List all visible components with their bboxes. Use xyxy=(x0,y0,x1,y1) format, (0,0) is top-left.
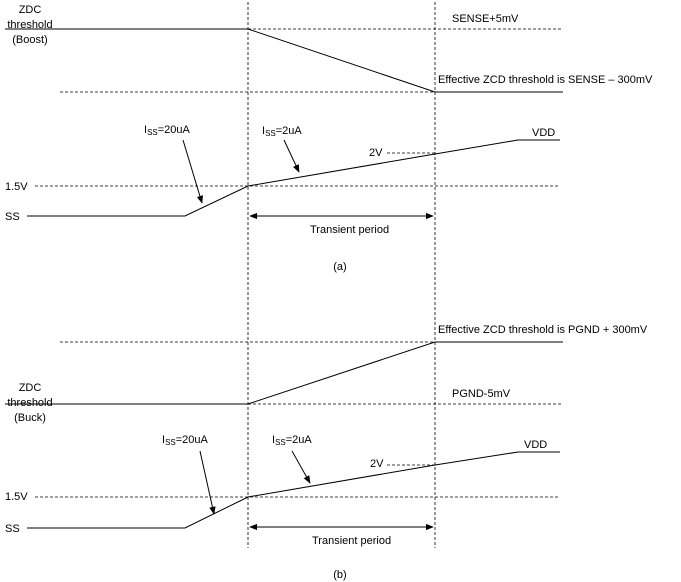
iss-2ua-label-a: ISS=2uA xyxy=(262,125,302,138)
level-2v-label-b: 2V xyxy=(370,458,384,470)
zdc-label-line2-a: threshold xyxy=(7,19,52,31)
iss-20ua-label-b: ISS=20uA xyxy=(162,434,209,447)
iss-2ua-arrow-b xyxy=(291,450,311,484)
level-1v5-label-b: 1.5V xyxy=(5,491,28,503)
sense-plus-5mv-label: SENSE+5mV xyxy=(452,13,519,25)
iss-20ua-label-a: ISS=20uA xyxy=(144,124,191,137)
caption-b: (b) xyxy=(333,569,346,581)
zdc-threshold-trace-a xyxy=(5,28,563,93)
zdc-label-line3-b: (Buck) xyxy=(14,412,46,424)
vdd-label-b: VDD xyxy=(524,439,547,451)
zdc-label-line1-b: ZDC xyxy=(19,382,42,394)
transient-label-a: Transient period xyxy=(310,224,389,236)
panel-b: Effective ZCD threshold is PGND + 300mV … xyxy=(5,324,648,581)
caption-a: (a) xyxy=(333,261,346,273)
zdc-label-line3-a: (Boost) xyxy=(12,34,47,46)
zdc-label-line1-a: ZDC xyxy=(19,4,42,16)
vdd-label-a: VDD xyxy=(532,127,555,139)
effective-zcd-label-b: Effective ZCD threshold is PGND + 300mV xyxy=(438,324,648,336)
zdc-threshold-trace-b xyxy=(5,341,563,405)
effective-zcd-label-a: Effective ZCD threshold is SENSE – 300mV xyxy=(438,74,653,86)
level-1v5-label-a: 1.5V xyxy=(5,181,28,193)
iss-20ua-arrow-a xyxy=(182,139,203,204)
iss-20ua-arrow-b xyxy=(199,450,216,515)
ss-trace-b xyxy=(27,451,560,529)
iss-2ua-arrow-a xyxy=(283,139,300,173)
iss-2ua-label-b: ISS=2uA xyxy=(272,434,312,447)
pgnd-minus-5mv-label: PGND-5mV xyxy=(452,388,511,400)
ss-label-b: SS xyxy=(5,523,20,535)
zdc-label-line2-b: threshold xyxy=(7,397,52,409)
ss-label-a: SS xyxy=(5,211,20,223)
ss-trace-a xyxy=(27,139,560,217)
transient-label-b: Transient period xyxy=(312,535,391,547)
panel-a: ZDC threshold (Boost) SENSE+5mV Effectiv… xyxy=(5,4,653,273)
level-2v-label-a: 2V xyxy=(369,147,383,159)
